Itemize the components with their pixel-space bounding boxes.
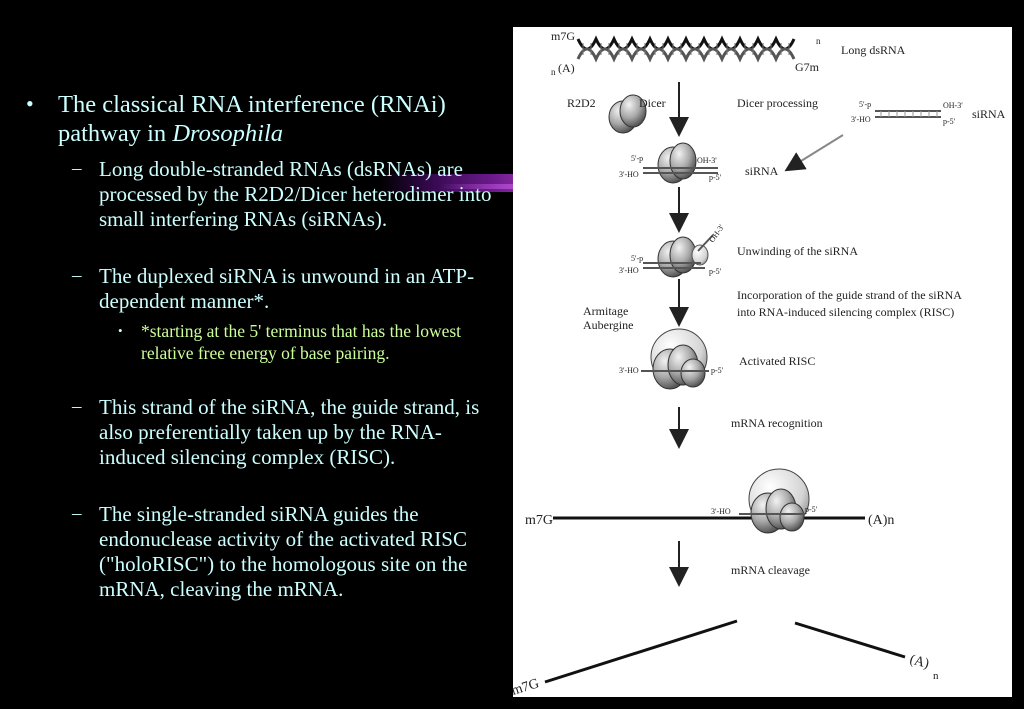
label-unwinding: Unwinding of the siRNA [737,244,858,258]
label-5p-unwind: 5'-p [631,254,643,263]
cleaved-mrna-left [544,619,738,684]
label-incorporation-1: Incorporation of the guide strand of the… [737,288,962,302]
label-dicer-processing: Dicer processing [737,96,818,110]
dash-marker: – [72,158,82,179]
label-oh3-side: OH-3' [943,101,963,110]
label-a-n: (A)n [868,513,894,528]
decorative-streak-highlight [440,184,520,189]
label-sirna-side: siRNA [972,107,1006,121]
bullet-main: The classical RNA interference (RNAi) pa… [58,90,508,148]
label-5p: 5'-p [631,154,643,163]
label-m7g-bottom: m7G [513,676,541,697]
label-5p-side: 5'-p [859,100,871,109]
label-oh3: OH-3' [697,156,717,165]
label-sirna: siRNA [745,164,779,178]
label-activated-risc: Activated RISC [739,354,815,368]
label-n-bottom: n [933,670,939,682]
label-m7g: m7G [525,513,553,528]
label-p5: p-5' [709,173,722,182]
small-bullet-marker: • [118,323,123,338]
label-mrna-recognition: mRNA recognition [731,416,823,430]
label-oh3-unwind: OH-3' [707,222,726,244]
bullet-main-text: The classical RNA interference (RNAi) pa… [58,91,446,147]
label-n-top: n [816,36,821,46]
rnai-diagram: m7G n n (A) G7m Long dsRNA R2D2 Dicer Di… [513,27,1012,697]
label-dicer: Dicer [639,96,666,110]
label-a-bottom: (A) [908,652,931,672]
label-g7m: G7m [795,60,820,74]
dash-marker: – [72,503,82,524]
label-p5-mrna: p-5' [805,505,818,514]
sub-bullet-4: The single-stranded siRNA guides the end… [99,502,468,601]
label-p5-side: p-5' [943,117,956,126]
dash-marker: – [72,396,82,417]
bullet-main-italic: Drosophila [172,120,284,147]
dash-marker: – [72,265,82,286]
free-sirna [875,110,941,118]
sirna-arrow [784,134,844,172]
unwinding-complex [643,234,714,278]
label-aubergine: Aubergine [583,318,633,332]
cleaved-mrna-right [794,621,906,659]
label-3ho-mrna: 3'-HO [711,507,731,516]
sub-bullet-3: This strand of the siRNA, the guide stra… [99,395,480,469]
label-n-left: n [551,67,556,77]
label-m7g-top: m7G [551,29,575,43]
activated-risc-complex [641,328,709,390]
label-r2d2: R2D2 [567,96,596,110]
label-armitage: Armitage [583,304,628,318]
label-p5-unwind: p-5' [709,267,722,276]
risc-on-mrna [739,468,810,534]
r2d2-dicer-complex [608,94,647,134]
slide-text: • The classical RNA interference (RNAi) … [0,0,510,709]
label-3ho-unwind: 3'-HO [619,266,639,275]
sub-bullet-1: Long double-stranded RNAs (dsRNAs) are p… [99,157,492,231]
label-3ho-risc: 3'-HO [619,366,639,375]
rnai-diagram-svg: m7G n n (A) G7m Long dsRNA R2D2 Dicer Di… [513,29,1006,697]
bullet-marker: • [26,91,34,116]
label-mrna-cleavage: mRNA cleavage [731,563,810,577]
label-a-left: (A) [558,61,575,75]
sub-sub-bullet: *starting at the 5' terminus that has th… [141,321,462,363]
label-long-dsrna: Long dsRNA [841,43,906,57]
label-3ho-side: 3'-HO [851,115,871,124]
label-p5-risc: p-5' [711,366,724,375]
label-incorporation-2: into RNA-induced silencing complex (RISC… [737,305,954,319]
label-3ho: 3'-HO [619,170,639,179]
sub-bullet-2: The duplexed siRNA is unwound in an ATP-… [99,264,475,313]
dicer-sirna-complex [643,142,718,184]
long-dsrna-helix [576,35,796,63]
